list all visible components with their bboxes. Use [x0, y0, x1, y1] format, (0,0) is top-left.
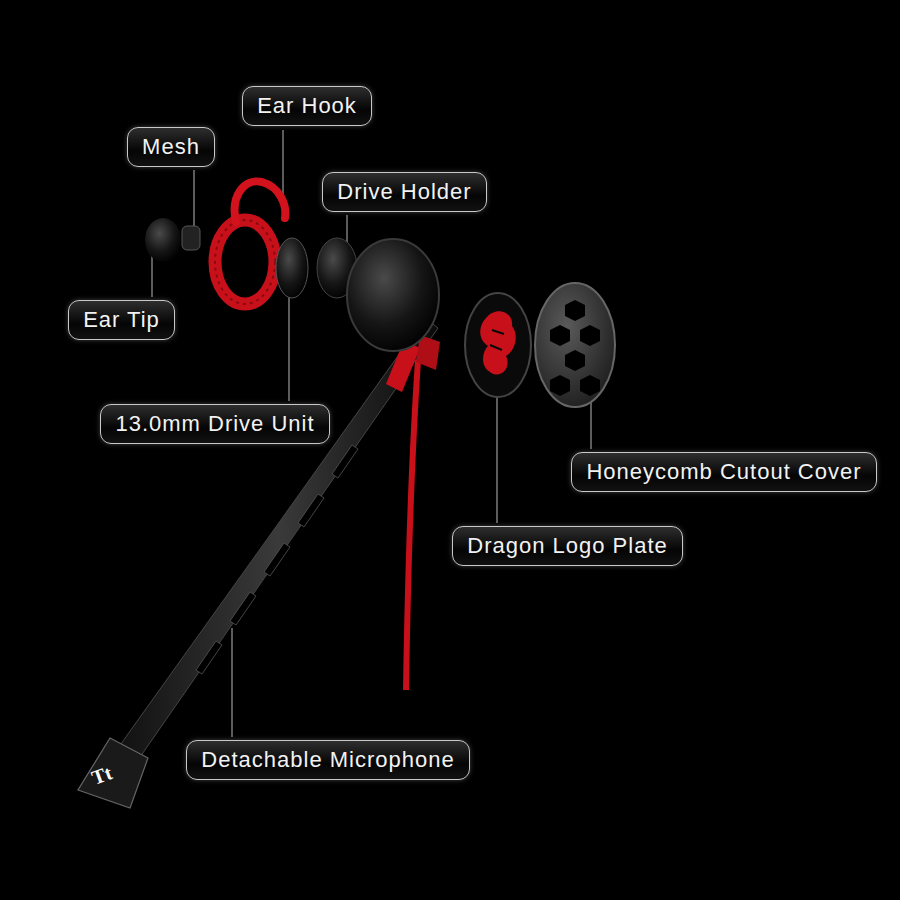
- part-name: Mesh: [142, 134, 200, 160]
- part-label-box: Honeycomb Cutout Cover: [571, 452, 877, 492]
- part-label-box: Drive Holder: [322, 172, 487, 212]
- mesh: [182, 226, 200, 250]
- part-label-box: 13.0mm Drive Unit: [100, 404, 330, 444]
- part-label-box: Detachable Microphone: [186, 740, 470, 780]
- part-label-box: Dragon Logo Plate: [452, 526, 683, 566]
- honeycomb-cover-art: [535, 283, 615, 407]
- housing: [347, 239, 439, 351]
- part-name: Ear Tip: [83, 307, 160, 333]
- part-name: Detachable Microphone: [201, 747, 454, 773]
- part-label-box: Ear Tip: [68, 300, 175, 340]
- part-name: Ear Hook: [257, 93, 357, 119]
- dragon-logo-plate-art: [465, 293, 531, 397]
- microphone-boom: [78, 318, 438, 808]
- part-name: Honeycomb Cutout Cover: [586, 459, 861, 485]
- part-name: Drive Holder: [337, 179, 471, 205]
- part-name: 13.0mm Drive Unit: [115, 411, 314, 437]
- part-label-box: Ear Hook: [242, 86, 372, 126]
- cable: [406, 360, 418, 690]
- part-label-box: Mesh: [127, 127, 215, 167]
- drive-unit: [276, 238, 308, 298]
- ear-tip: [145, 218, 181, 262]
- part-name: Dragon Logo Plate: [467, 533, 667, 559]
- ear-hook: [215, 181, 285, 304]
